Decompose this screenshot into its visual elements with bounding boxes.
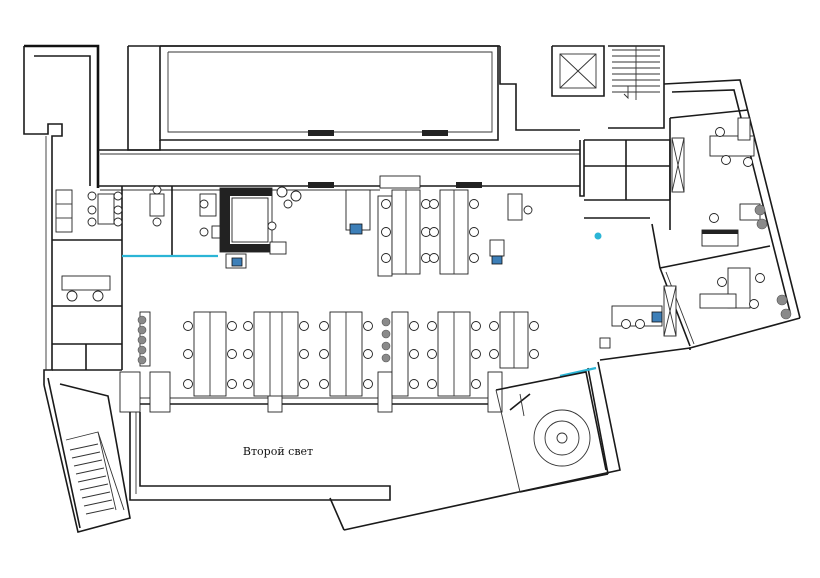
workstations-rows (139, 311, 529, 397)
chair (749, 299, 759, 309)
chair (743, 157, 753, 167)
chair (319, 321, 329, 331)
chair (717, 277, 727, 287)
chair (227, 321, 237, 331)
chair (427, 349, 437, 359)
chair (715, 127, 725, 137)
glass-partition-right (559, 366, 597, 378)
chair (363, 349, 373, 359)
chair (299, 321, 309, 331)
interior-walls (52, 109, 771, 493)
workstations-upper (345, 189, 533, 277)
chair (427, 379, 437, 389)
stairs-top-right (612, 46, 660, 100)
chair (621, 319, 631, 329)
chair (721, 155, 731, 165)
chair (755, 273, 765, 283)
chair (319, 349, 329, 359)
chair (471, 321, 481, 331)
chair (299, 379, 309, 389)
chair (243, 349, 253, 359)
chair (489, 349, 499, 359)
chair (429, 199, 439, 209)
chair (427, 321, 437, 331)
chair (529, 321, 539, 331)
stairs-bottom-left (43, 383, 131, 533)
chair (409, 321, 419, 331)
outer-walls (23, 44, 801, 533)
meeting-room-left (55, 185, 165, 302)
marker-dot (594, 232, 602, 240)
chair (469, 199, 479, 209)
offices-right (599, 117, 761, 349)
chair (227, 349, 237, 359)
round-hall (509, 393, 591, 467)
plants (137, 204, 792, 365)
chair (381, 253, 391, 263)
chair (363, 321, 373, 331)
chair (299, 349, 309, 359)
chair (469, 227, 479, 237)
chair (635, 319, 645, 329)
chair (363, 379, 373, 389)
chair (381, 227, 391, 237)
chair (489, 321, 499, 331)
chair (183, 349, 193, 359)
chair (469, 253, 479, 263)
chair (183, 379, 193, 389)
chair (529, 349, 539, 359)
chair (709, 213, 719, 223)
chair (471, 379, 481, 389)
chair (429, 253, 439, 263)
chair (471, 349, 481, 359)
chair (243, 321, 253, 331)
chair (243, 379, 253, 389)
chair (429, 227, 439, 237)
chair (227, 379, 237, 389)
chairs (183, 127, 765, 389)
chair (319, 379, 329, 389)
chair (183, 321, 193, 331)
zone-label-double-height: Второй свет (243, 445, 313, 458)
lounge-sofa (199, 186, 302, 269)
chair (409, 379, 419, 389)
chair (381, 199, 391, 209)
chair (409, 349, 419, 359)
